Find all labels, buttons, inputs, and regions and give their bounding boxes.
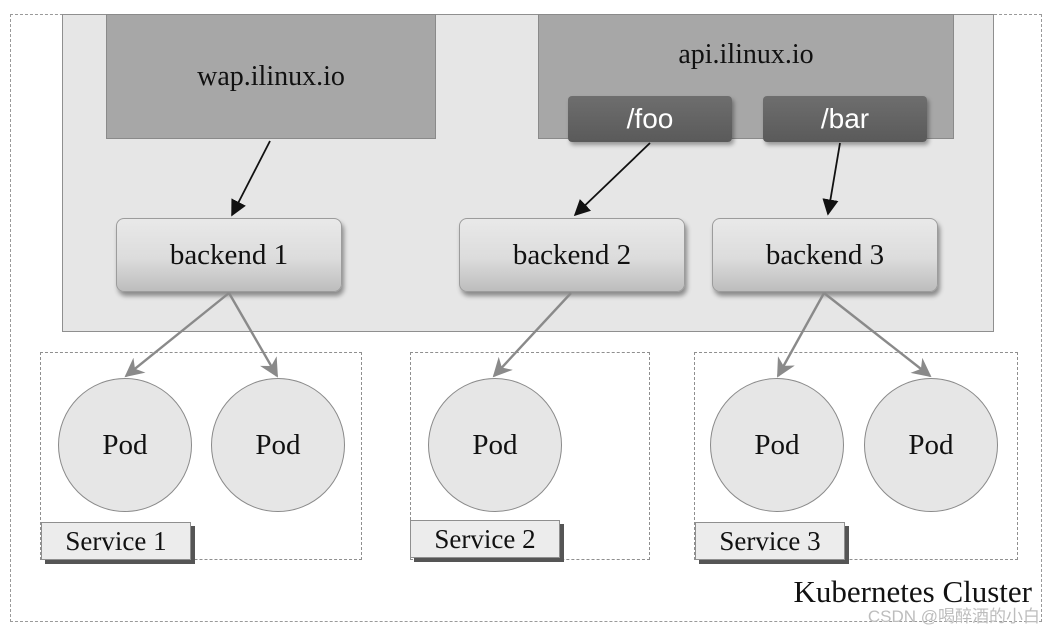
path-bar-label: /bar (820, 103, 870, 134)
pod-s1-b: Pod (211, 378, 345, 512)
host-api-label: api.ilinux.io (678, 39, 814, 70)
cluster-label: Kubernetes Cluster (793, 574, 1032, 609)
pod-s3-b: Pod (864, 378, 998, 512)
path-bar: /bar (763, 96, 927, 142)
pod-s2-a: Pod (428, 378, 562, 512)
backend-2-label: backend 2 (512, 238, 632, 271)
service-2-text: Service 2 (434, 523, 536, 554)
host-wap-label: wap.ilinux.io (197, 60, 345, 92)
backend-1-label: backend 1 (169, 238, 289, 271)
backend-3: backend 3 (712, 218, 938, 292)
service-1-label: Service 1 (41, 522, 191, 560)
watermark: CSDN @喝醉酒的小白 (867, 607, 1040, 626)
pod-label: Pod (754, 428, 800, 461)
path-foo-label: /foo (626, 103, 674, 134)
host-wap: wap.ilinux.io (106, 14, 436, 139)
pod-label: Pod (255, 428, 301, 461)
service-3-label: Service 3 (695, 522, 845, 560)
service-3-text: Service 3 (719, 525, 821, 556)
pod-label: Pod (102, 428, 148, 461)
path-foo: /foo (568, 96, 732, 142)
service-2-label: Service 2 (410, 520, 560, 558)
pod-s3-a: Pod (710, 378, 844, 512)
service-1-text: Service 1 (65, 525, 167, 556)
pod-label: Pod (472, 428, 518, 461)
backend-1: backend 1 (116, 218, 342, 292)
backend-3-label: backend 3 (765, 238, 885, 271)
pod-label: Pod (908, 428, 954, 461)
pod-s1-a: Pod (58, 378, 192, 512)
backend-2: backend 2 (459, 218, 685, 292)
